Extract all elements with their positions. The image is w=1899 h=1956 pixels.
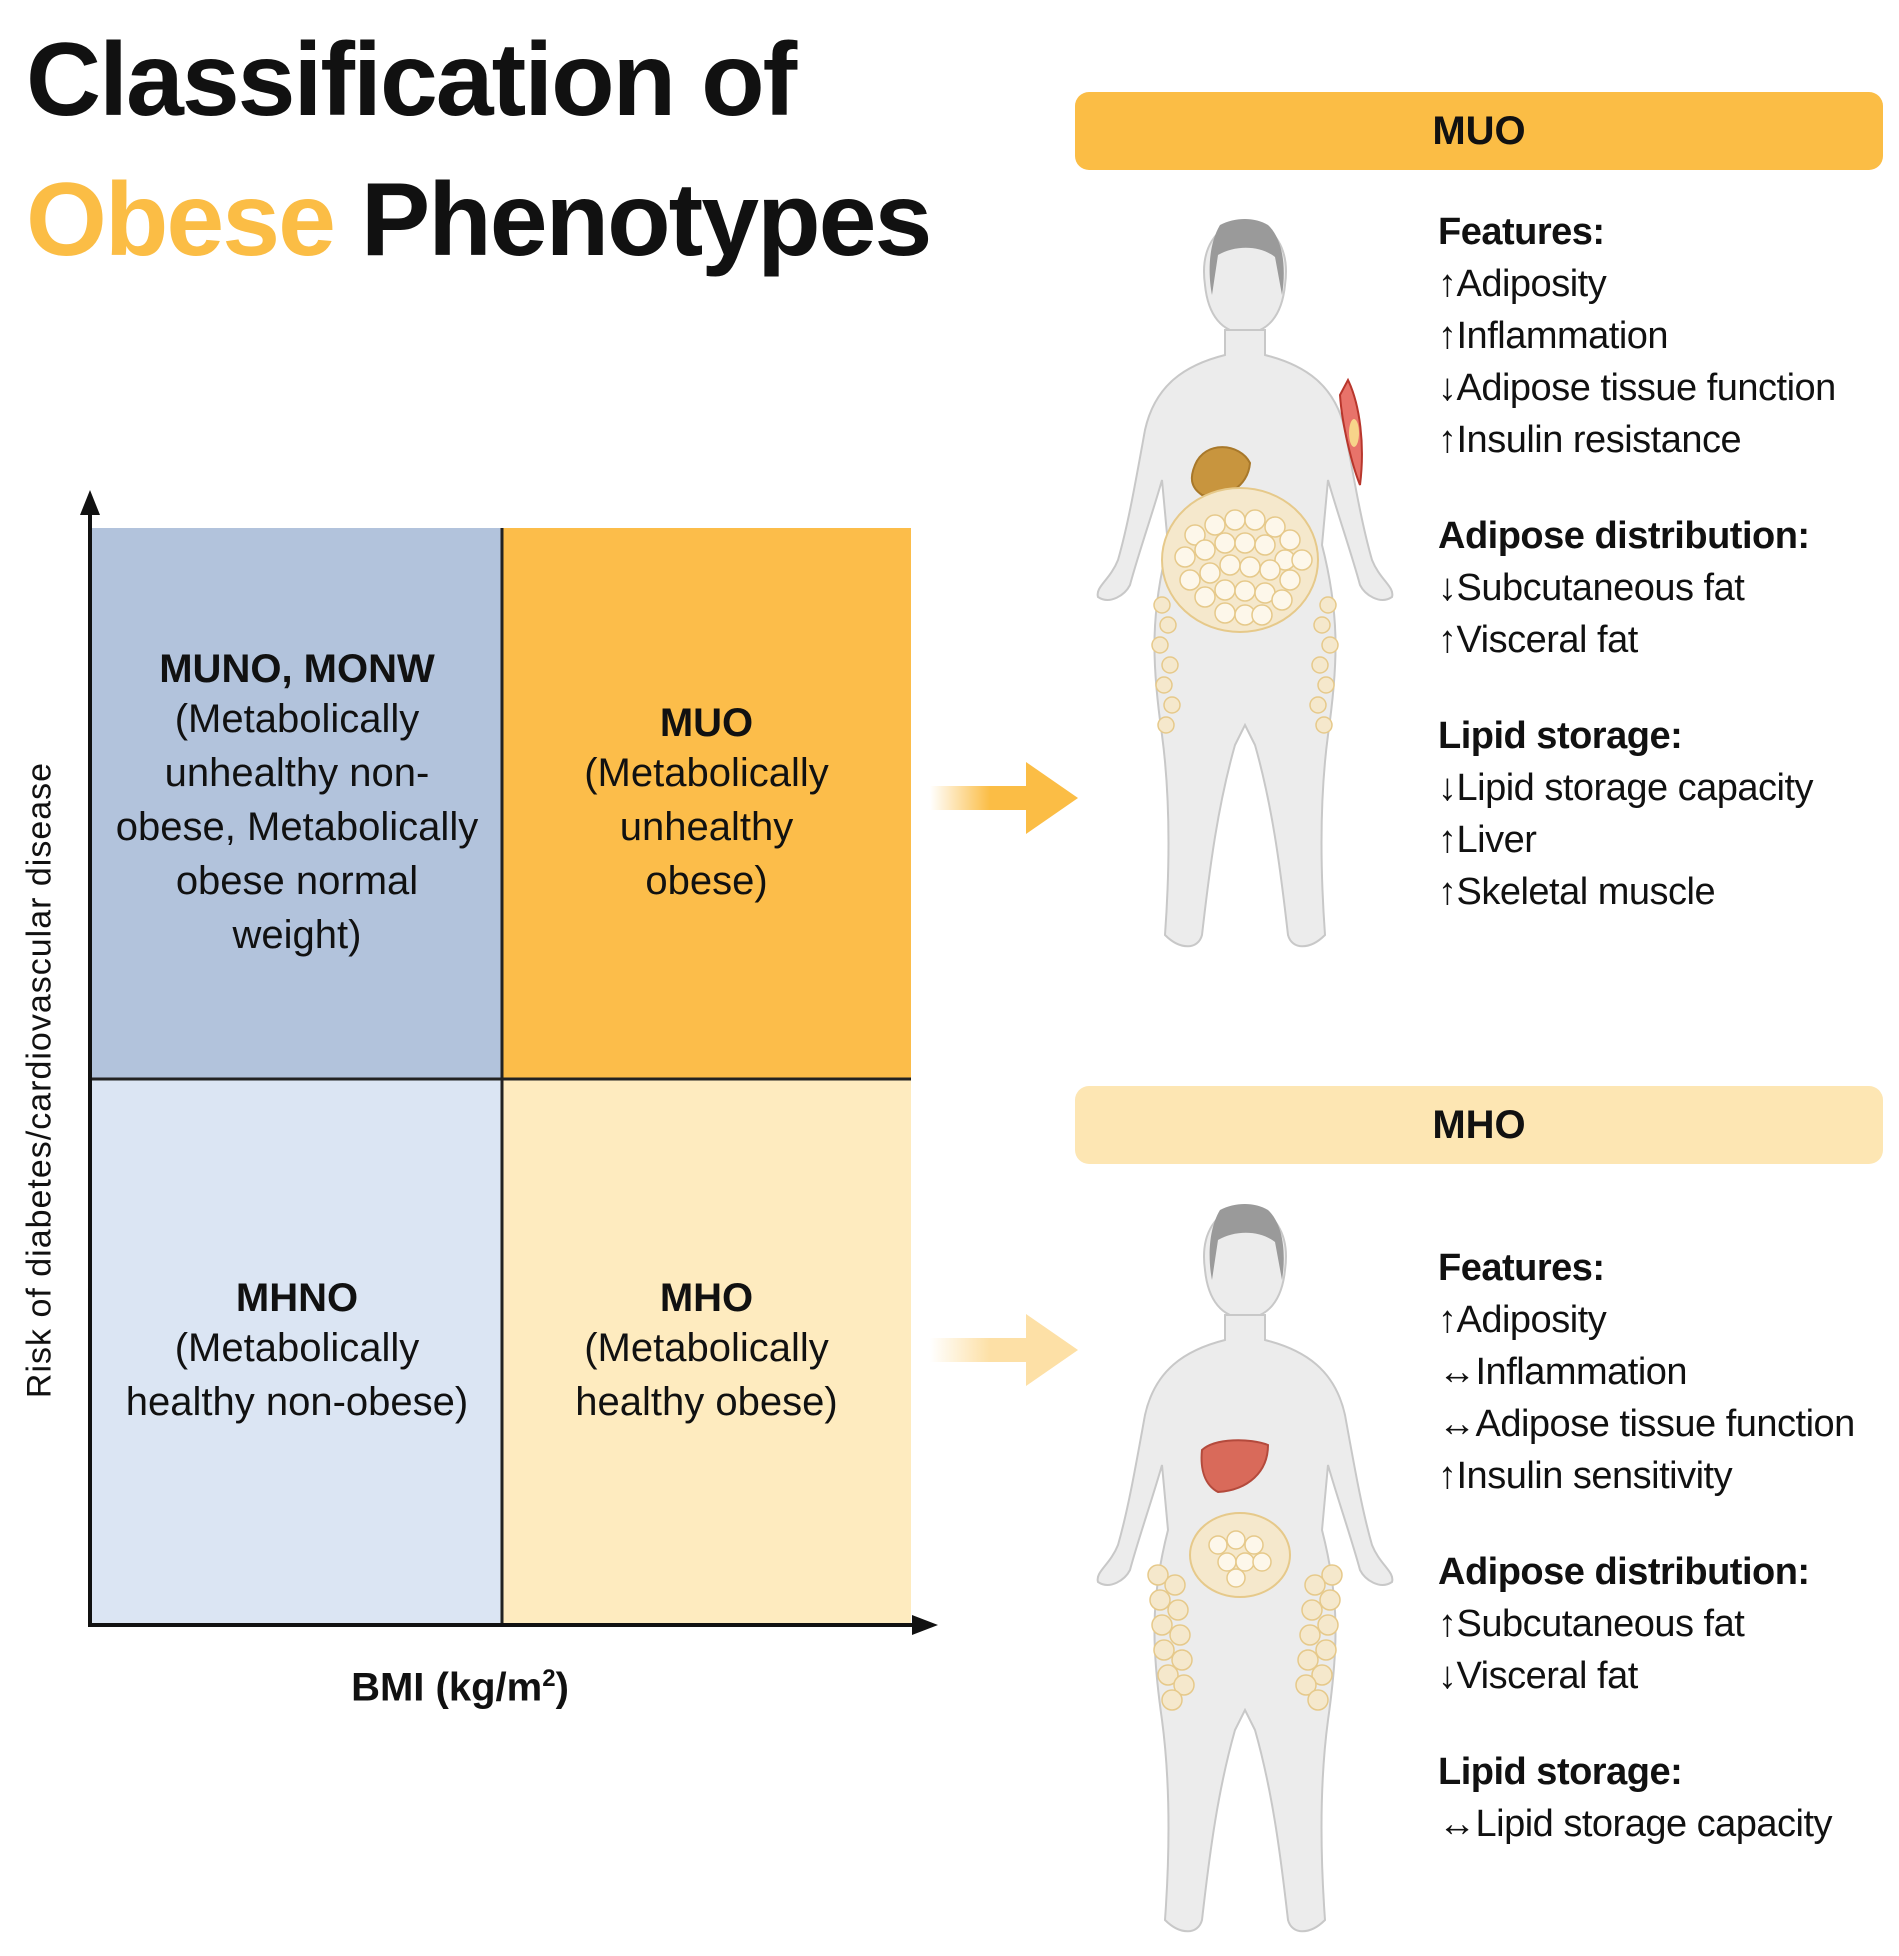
section-heading: Lipid storage:	[1438, 715, 1683, 757]
mho-body-figure-icon	[1096, 1204, 1394, 1933]
x-axis-label: BMI (kg/m2)	[351, 1665, 569, 1710]
title-rest: Phenotypes	[360, 162, 932, 278]
quadrant-name: MUO	[659, 700, 754, 745]
x-axis-arrowhead	[912, 1615, 938, 1635]
feature-item: ↓Visceral fat	[1438, 1655, 1638, 1697]
section-heading: Features:	[1438, 1247, 1605, 1289]
feature-item: ↓Adipose tissue function	[1438, 367, 1836, 409]
arrow-to-muo-icon	[930, 762, 1078, 834]
feature-item: ↔Lipid storage capacity	[1438, 1803, 1833, 1845]
feature-item: ↑Inflammation	[1438, 315, 1669, 357]
quadrant-description: (Metabolically healthy non-obese)	[125, 1326, 469, 1424]
feature-item: ↓Subcutaneous fat	[1438, 567, 1745, 609]
mho-header-bar: MHO	[1075, 1086, 1883, 1164]
section-heading: Adipose distribution:	[1438, 515, 1810, 557]
muo-feature-list: Features: ↑Adiposity ↑Inflammation ↓Adip…	[1438, 206, 1888, 918]
feature-item: ↑Liver	[1438, 819, 1537, 861]
quadrant-name: MHO	[659, 1276, 754, 1320]
feature-item: ↑Skeletal muscle	[1438, 871, 1716, 913]
section-heading: Lipid storage:	[1438, 1751, 1683, 1793]
y-axis-label: Risk of diabetes/cardiovascular disease	[20, 761, 59, 1399]
feature-item: ↑Adiposity	[1438, 1299, 1607, 1341]
mho-features-section: Features: ↑Adiposity ↔Inflammation ↔Adip…	[1438, 1242, 1888, 1502]
muo-features-section: Features: ↑Adiposity ↑Inflammation ↓Adip…	[1438, 206, 1888, 466]
feature-item: ↔Adipose tissue function	[1438, 1403, 1855, 1445]
muo-body-figure-icon	[1096, 219, 1394, 948]
quadrant-mhno: MHNO (Metabolically healthy non-obese)	[92, 1079, 502, 1625]
feature-item: ↑Subcutaneous fat	[1438, 1603, 1745, 1645]
muo-header-bar: MUO	[1075, 92, 1883, 170]
title-line-1: Classification of	[26, 22, 797, 138]
feature-item: ↑Insulin resistance	[1438, 419, 1742, 461]
mho-adipose-distribution-section: Adipose distribution: ↑Subcutaneous fat …	[1438, 1546, 1888, 1702]
title-accent-word: Obese	[26, 162, 336, 278]
quadrant-muo: MUO (Metabolically unhealthy obese)	[502, 528, 911, 1079]
quadrant-description: (Metabolically unhealthy obese)	[584, 750, 829, 903]
muo-lipid-storage-section: Lipid storage: ↓Lipid storage capacity ↑…	[1438, 710, 1888, 918]
mho-feature-list: Features: ↑Adiposity ↔Inflammation ↔Adip…	[1438, 1242, 1888, 1850]
quadrant-name: MHNO	[235, 1276, 359, 1320]
arrow-to-mho-icon	[930, 1314, 1078, 1386]
muo-adipose-distribution-section: Adipose distribution: ↓Subcutaneous fat …	[1438, 510, 1888, 666]
feature-item: ↓Lipid storage capacity	[1438, 767, 1814, 809]
quadrant-description: (Metabolically healthy obese)	[575, 1326, 838, 1424]
feature-item: ↔Inflammation	[1438, 1351, 1688, 1393]
quadrant-description: (Metabolically unhealthy non-obese, Meta…	[115, 696, 479, 957]
quadrant-name: MUNO, MONW	[159, 646, 435, 691]
feature-item: ↑Visceral fat	[1438, 619, 1638, 661]
section-heading: Features:	[1438, 211, 1605, 253]
mho-lipid-storage-section: Lipid storage: ↔Lipid storage capacity	[1438, 1746, 1888, 1850]
quadrant-mho: MHO (Metabolically healthy obese)	[502, 1079, 911, 1625]
feature-item: ↑Adiposity	[1438, 263, 1607, 305]
y-axis-arrowhead	[80, 490, 100, 515]
feature-item: ↑Insulin sensitivity	[1438, 1455, 1733, 1497]
section-heading: Adipose distribution:	[1438, 1551, 1810, 1593]
quadrant-muno-monw: MUNO, MONW (Metabolically unhealthy non-…	[92, 528, 502, 1079]
title-line-2: Obese Phenotypes	[26, 168, 932, 272]
